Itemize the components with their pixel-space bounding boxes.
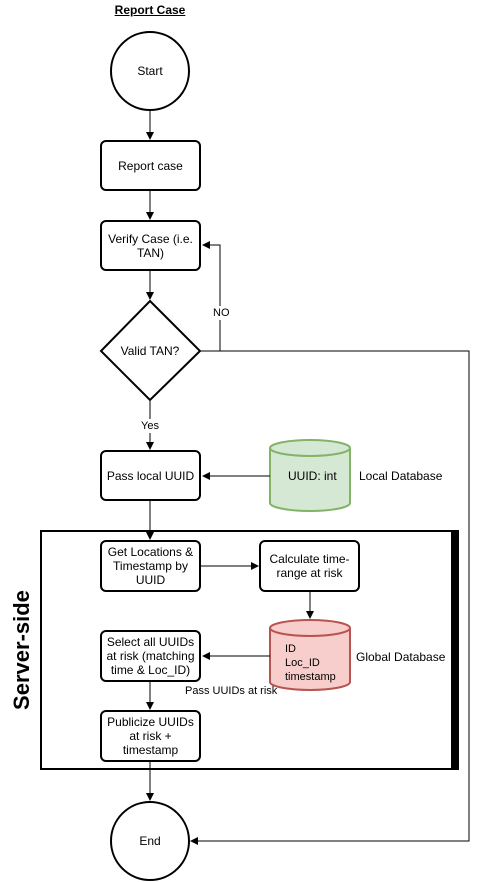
local-database-cylinder[interactable] xyxy=(269,439,351,512)
global-db-label: Global Database xyxy=(356,650,446,664)
global-database-cylinder[interactable] xyxy=(269,619,351,691)
report-case-box[interactable]: Report case xyxy=(100,140,201,191)
calculate-time-range-box[interactable]: Calculate time-range at risk xyxy=(259,540,360,592)
edge-no-label: NO xyxy=(212,306,231,320)
diagram-title: Report Case xyxy=(114,3,186,17)
server-side-frame xyxy=(40,530,459,770)
connectors xyxy=(146,110,470,845)
server-side-label: Server-side xyxy=(9,590,34,710)
pass-local-uuid-box[interactable]: Pass local UUID xyxy=(100,450,201,501)
verify-case-box[interactable]: Verify Case (i.e. TAN) xyxy=(100,220,201,271)
edge-no-loop xyxy=(200,241,221,352)
start-label: Start xyxy=(137,64,163,78)
end-label: End xyxy=(139,834,161,848)
valid-tan-label: Valid TAN? xyxy=(120,344,180,358)
local-db-label: Local Database xyxy=(359,469,443,483)
edge-invalid-to-end xyxy=(190,350,470,845)
edge-pass-uuids-label: Pass UUIDs at risk xyxy=(185,685,278,697)
end-circle[interactable] xyxy=(110,801,190,881)
get-locations-box[interactable]: Get Locations & Timestamp by UUID xyxy=(100,540,201,592)
edge-yes-label: Yes xyxy=(140,419,160,433)
global-db-field-timestamp: timestamp xyxy=(285,671,336,683)
select-uuids-box[interactable]: Select all UUIDs at risk (matching time … xyxy=(100,630,201,682)
global-db-field-locid: Loc_ID xyxy=(285,657,320,669)
local-db-content: UUID: int xyxy=(288,469,337,483)
publicize-uuids-box[interactable]: Publicize UUIDs at risk + timestamp xyxy=(100,710,201,762)
global-db-field-id: ID xyxy=(285,643,296,655)
